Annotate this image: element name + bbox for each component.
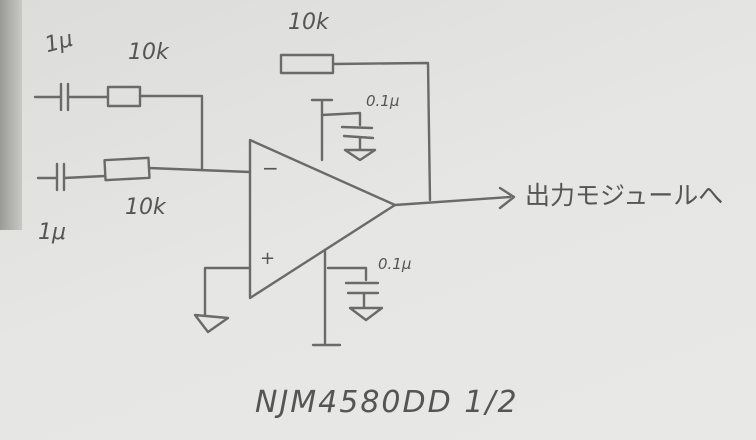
wire-output	[393, 195, 512, 207]
input-resistor-bottom	[103, 156, 151, 182]
label-input-res-bottom: 10k	[125, 195, 166, 220]
wire-feedback	[331, 61, 432, 202]
label-bypass-cap-bottom: 0.1μ	[378, 255, 412, 273]
label-bypass-cap-top: 0.1μ	[366, 92, 400, 110]
opamp-triangle	[248, 138, 397, 300]
supply-pin-top	[310, 98, 334, 162]
bypass-capacitor-bottom	[326, 266, 384, 322]
label-input-cap-bottom: 1μ	[38, 220, 66, 245]
bypass-capacitor-top	[320, 111, 377, 162]
input-capacitor-bottom	[36, 162, 66, 192]
wire-bottom-input	[62, 174, 107, 180]
label-part-number: NJM4580DD 1/2	[255, 385, 519, 420]
ground-symbol	[193, 313, 230, 334]
photo-edge-shadow	[0, 0, 22, 230]
label-feedback-res: 10k	[288, 10, 329, 35]
wire-top-to-summing	[138, 94, 204, 172]
label-inverting-input: −	[262, 156, 279, 180]
input-resistor-top	[106, 85, 142, 108]
feedback-resistor	[279, 53, 335, 75]
supply-pin-bottom	[311, 248, 342, 347]
label-input-res-top: 10k	[128, 40, 169, 65]
label-output-destination: 出力モジュールへ	[525, 181, 724, 210]
wire-summing-to-inverting	[147, 166, 252, 174]
wire-noninverting-ground	[203, 266, 252, 317]
input-capacitor-top	[33, 82, 70, 112]
label-noninverting-input: +	[260, 248, 276, 269]
output-arrow-icon	[498, 186, 516, 210]
